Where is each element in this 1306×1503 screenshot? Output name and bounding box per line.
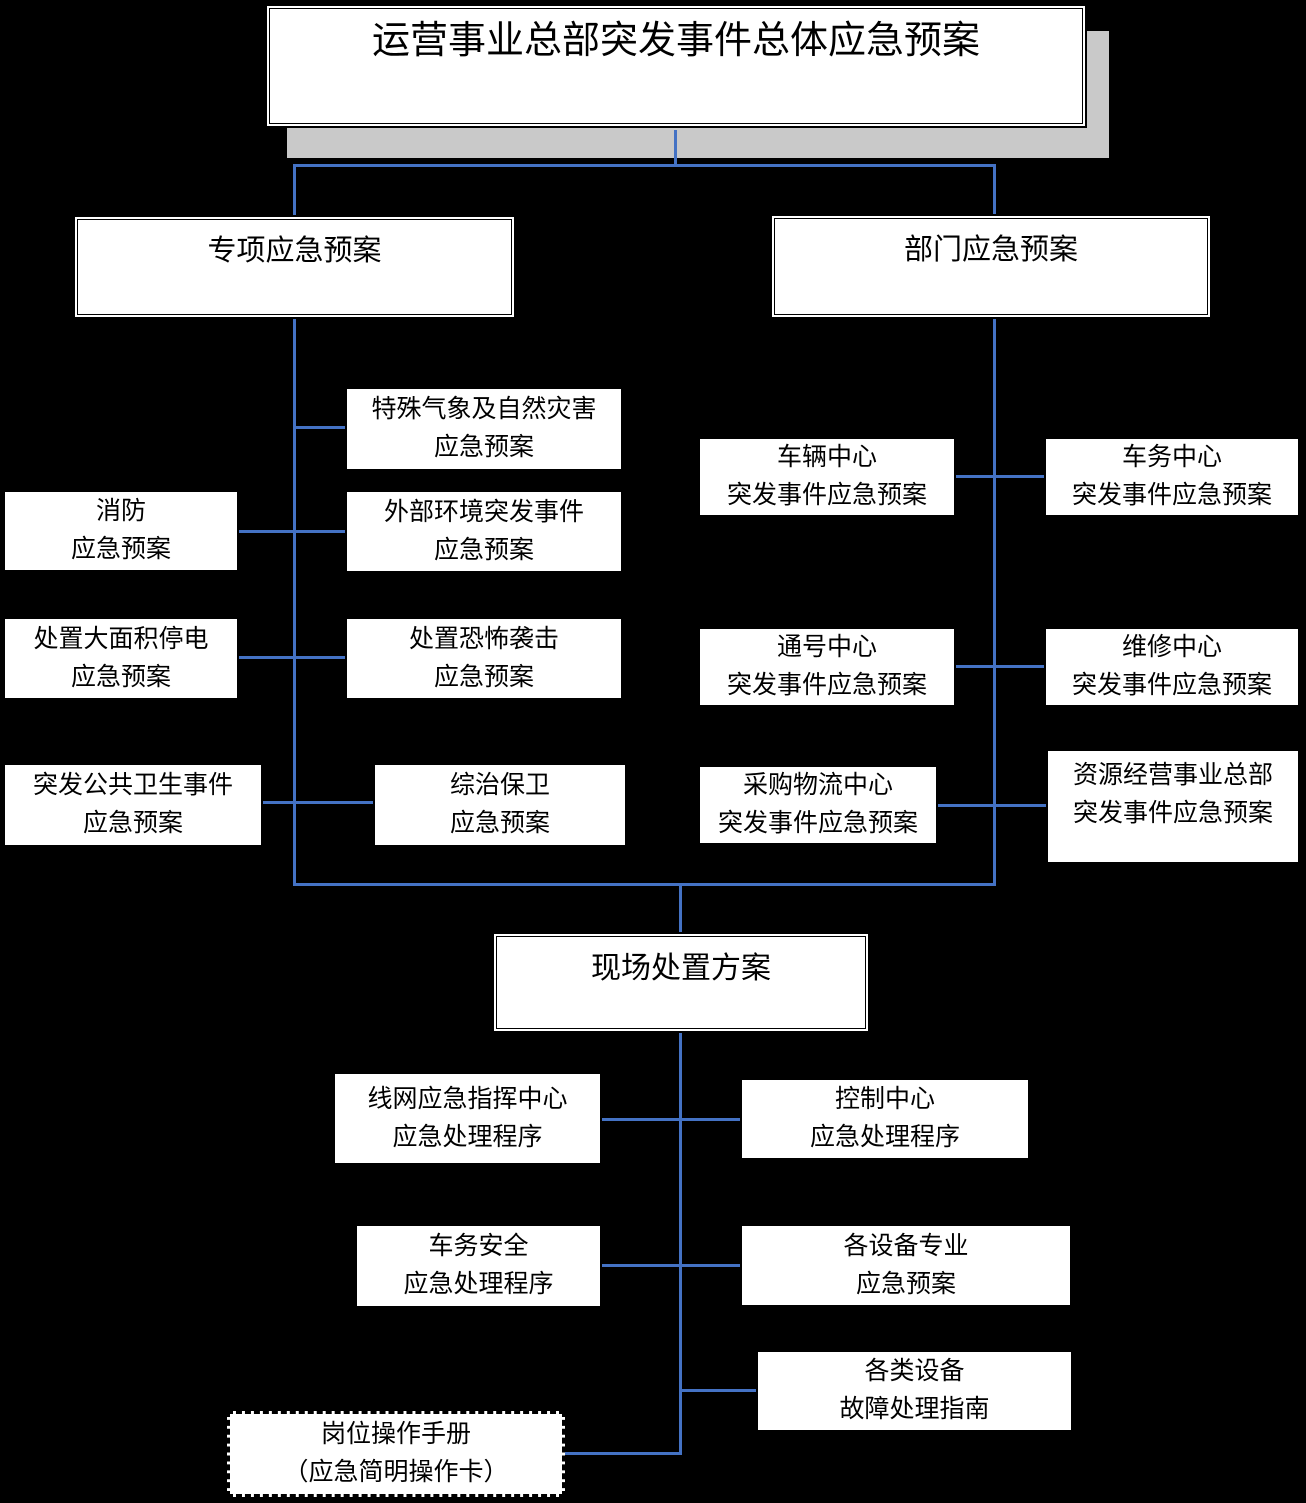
node-vehicle-center-line1: 车辆中心: [776, 444, 877, 471]
node-weather-disaster: 特殊气象及自然灾害 应急预案: [345, 387, 623, 471]
node-public-health-line2: 应急预案: [82, 810, 183, 837]
node-signal-center-line2: 突发事件应急预案: [726, 672, 927, 699]
connector-line: [293, 164, 996, 167]
node-fire-line1: 消防: [95, 498, 146, 525]
node-terror-attack: 处置恐怖袭击 应急预案: [345, 617, 623, 700]
node-wirenet-command-line1: 线网应急指挥中心: [367, 1085, 568, 1113]
connector-line: [955, 475, 1045, 478]
node-special-plans: 专项应急预案: [73, 215, 516, 319]
node-equipment-specialty-line1: 各设备专业: [843, 1232, 969, 1260]
connector-line: [993, 318, 996, 886]
node-signal-center: 通号中心 突发事件应急预案: [698, 627, 956, 707]
node-onsite-plan: 现场处置方案: [492, 932, 870, 1033]
node-signal-center-line1: 通号中心: [776, 634, 877, 661]
connector-line: [565, 1452, 682, 1455]
connector-line: [993, 164, 996, 216]
node-weather-disaster-line2: 应急预案: [433, 434, 534, 461]
node-equipment-specialty-line2: 应急预案: [855, 1270, 956, 1298]
node-special-plans-label: 专项应急预案: [207, 235, 382, 267]
node-security-defense-line1: 综治保卫: [449, 772, 550, 799]
node-external-environment-line2: 应急预案: [433, 536, 534, 564]
connector-line: [679, 1389, 757, 1392]
node-blackout: 处置大面积停电 应急预案: [3, 617, 239, 700]
node-fire: 消防 应急预案: [3, 490, 239, 572]
node-resource-management: 资源经营事业总部 突发事件应急预案: [1046, 749, 1300, 864]
node-blackout-line1: 处置大面积停电: [33, 625, 209, 653]
node-root-label: 运营事业总部突发事件总体应急预案: [371, 20, 980, 62]
node-control-center-line2: 应急处理程序: [809, 1124, 960, 1151]
connector-line: [239, 656, 346, 659]
node-security-defense-line2: 应急预案: [449, 810, 550, 837]
node-fire-line2: 应急预案: [70, 536, 171, 563]
node-department-plans-label: 部门应急预案: [903, 234, 1078, 266]
node-procurement-logistics: 采购物流中心 突发事件应急预案: [698, 765, 938, 845]
node-operation-manual-line1: 岗位操作手册: [320, 1421, 471, 1448]
connector-line: [293, 318, 296, 886]
node-depot-center: 车务中心 突发事件应急预案: [1044, 437, 1300, 517]
node-depot-center-line1: 车务中心: [1121, 444, 1222, 471]
node-control-center: 控制中心 应急处理程序: [740, 1078, 1030, 1160]
connector-line: [601, 1118, 741, 1121]
node-onsite-plan-label: 现场处置方案: [591, 952, 771, 985]
node-operation-manual-line2: （应急简明操作卡）: [283, 1459, 509, 1486]
connector-line: [293, 164, 296, 216]
connector-line: [601, 1264, 741, 1267]
connector-line: [294, 426, 346, 429]
node-security-defense: 综治保卫 应急预案: [373, 763, 627, 847]
node-terror-attack-line1: 处置恐怖袭击: [408, 625, 559, 653]
node-vehicle-center-line2: 突发事件应急预案: [726, 482, 927, 509]
node-depot-safety-line2: 应急处理程序: [403, 1271, 554, 1298]
node-control-center-line1: 控制中心: [834, 1086, 935, 1113]
node-external-environment: 外部环境突发事件 应急预案: [345, 490, 623, 573]
node-procurement-logistics-line1: 采购物流中心: [742, 772, 893, 799]
connector-line: [955, 665, 1045, 668]
node-blackout-line2: 应急预案: [70, 663, 171, 691]
node-depot-safety: 车务安全 应急处理程序: [355, 1224, 602, 1308]
connector-line: [293, 883, 996, 886]
node-weather-disaster-line1: 特殊气象及自然灾害: [371, 396, 597, 423]
connector-line: [937, 804, 1047, 807]
connector-line: [239, 530, 346, 533]
node-depot-center-line2: 突发事件应急预案: [1071, 482, 1272, 509]
connector-line: [674, 130, 677, 166]
node-wirenet-command-line2: 应急处理程序: [392, 1123, 543, 1151]
node-vehicle-center: 车辆中心 突发事件应急预案: [698, 437, 956, 517]
node-procurement-logistics-line2: 突发事件应急预案: [717, 810, 918, 837]
node-fault-guide-line2: 故障处理指南: [839, 1396, 990, 1423]
node-depot-safety-line1: 车务安全: [428, 1233, 529, 1260]
node-resource-management-line2: 突发事件应急预案: [1072, 800, 1273, 827]
node-equipment-specialty: 各设备专业 应急预案: [740, 1224, 1072, 1307]
node-fault-guide: 各类设备 故障处理指南: [756, 1350, 1073, 1432]
node-department-plans: 部门应急预案: [770, 214, 1212, 319]
node-operation-manual: 岗位操作手册 （应急简明操作卡）: [227, 1411, 565, 1497]
connector-line: [679, 1032, 682, 1455]
node-external-environment-line1: 外部环境突发事件: [383, 498, 584, 526]
node-public-health-line1: 突发公共卫生事件: [32, 772, 233, 799]
node-maintenance-center-line1: 维修中心: [1121, 634, 1222, 661]
node-root: 运营事业总部突发事件总体应急预案: [265, 4, 1087, 128]
node-fault-guide-line1: 各类设备: [864, 1358, 965, 1385]
node-terror-attack-line2: 应急预案: [433, 663, 534, 691]
node-wirenet-command: 线网应急指挥中心 应急处理程序: [333, 1072, 602, 1165]
connector-line: [679, 883, 682, 933]
node-maintenance-center: 维修中心 突发事件应急预案: [1044, 627, 1300, 707]
node-resource-management-line1: 资源经营事业总部: [1072, 762, 1273, 789]
connector-line: [262, 801, 374, 804]
node-maintenance-center-line2: 突发事件应急预案: [1071, 672, 1272, 699]
node-public-health: 突发公共卫生事件 应急预案: [3, 763, 263, 847]
